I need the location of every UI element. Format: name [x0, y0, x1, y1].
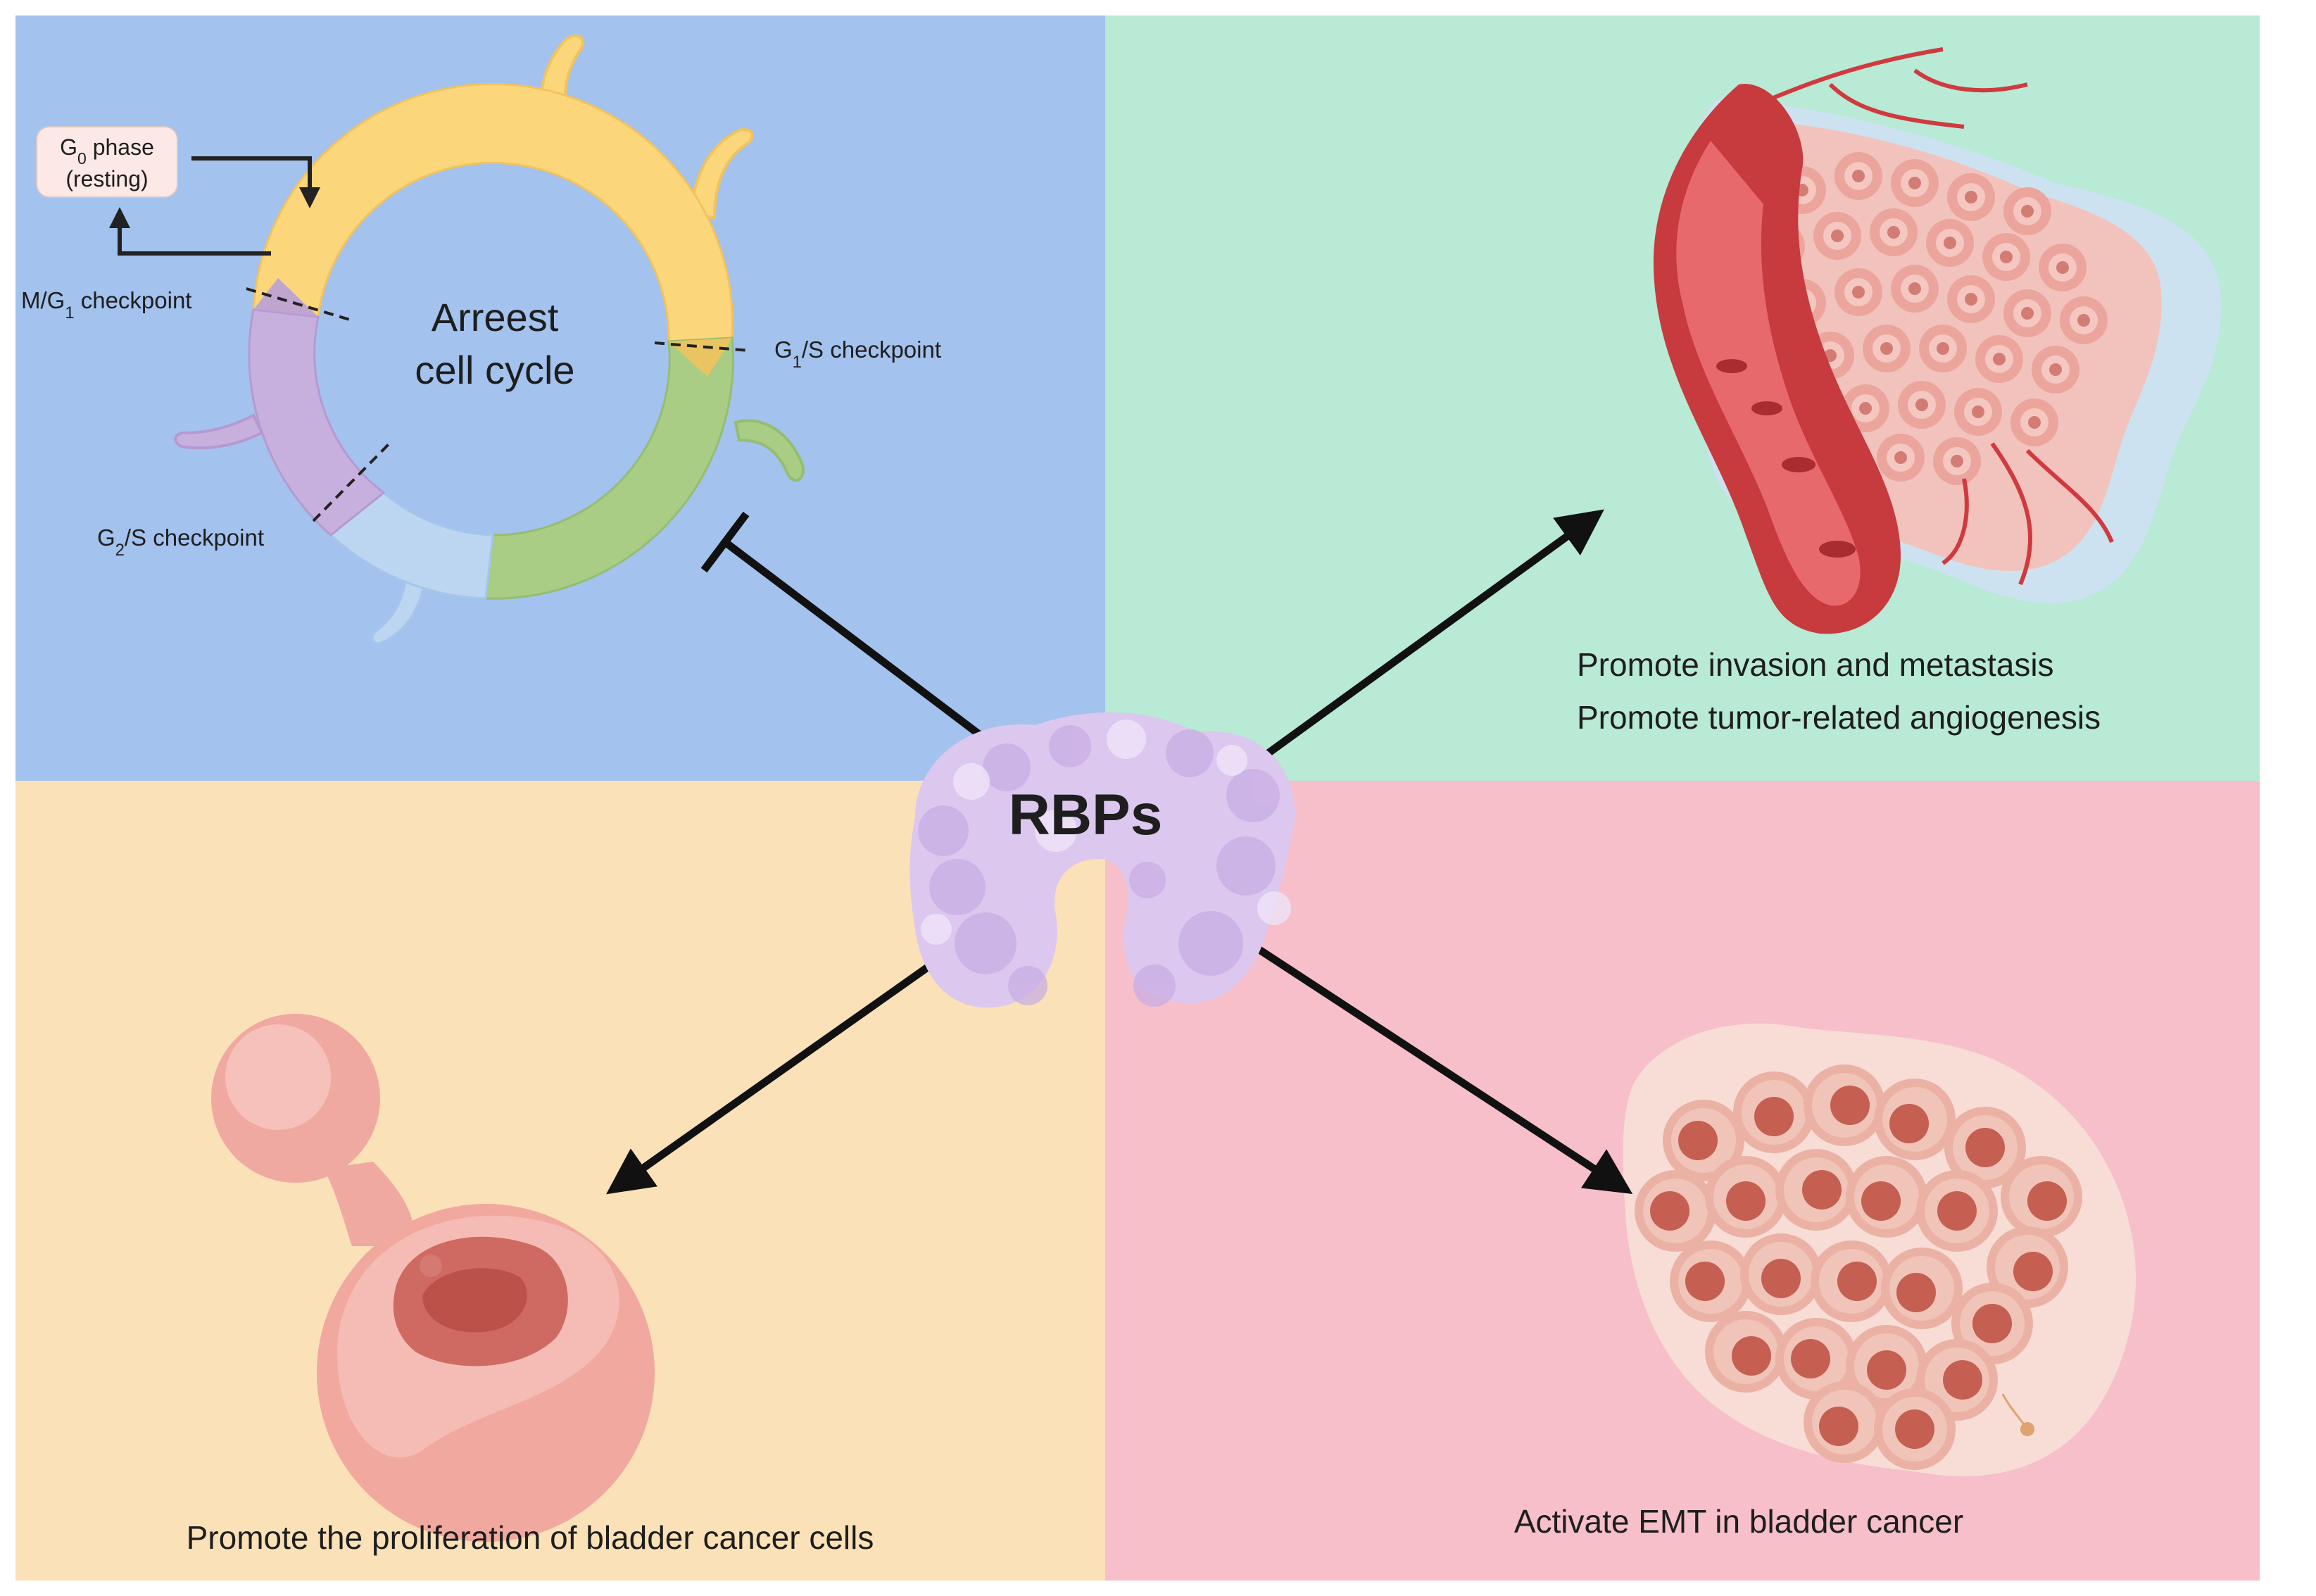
arrow-to-proliferation — [606, 933, 974, 1195]
emt-cell-cluster-illustration — [1623, 1023, 2136, 1477]
arrow-to-emt — [1236, 933, 1633, 1195]
g0-phase-label: G0 phase — [60, 134, 154, 168]
metastasis-label: Promote invasion and metastasis — [1577, 646, 2054, 683]
cell-cycle-ring — [174, 34, 805, 646]
emt-cells — [1635, 1064, 2082, 1470]
inhibit-bar — [700, 511, 750, 573]
vessel-tumor-illustration — [1653, 47, 2222, 634]
emt-label: Activate EMT in bladder cancer — [1514, 1503, 1963, 1540]
g2s-checkpoint-label: G2/S checkpoint — [97, 524, 264, 560]
dividing-cell-illustration — [211, 1014, 655, 1542]
g0-resting-label: (resting) — [65, 166, 148, 191]
g0-exit-arrow — [109, 207, 271, 256]
rbps-label: RBPs — [1009, 783, 1163, 847]
proliferation-label: Promote the proliferation of bladder can… — [187, 1519, 874, 1556]
arrest-cell-cycle-line2: cell cycle — [415, 348, 574, 392]
g0-entry-arrow — [191, 156, 320, 208]
arrest-cell-cycle-line1: Arreest — [432, 295, 559, 339]
g1s-checkpoint-label: G1/S checkpoint — [774, 337, 941, 372]
tumor-cell-cluster — [1757, 152, 2108, 485]
angiogenesis-label: Promote tumor-related angiogenesis — [1577, 699, 2101, 736]
rbp-protein-illustration — [910, 712, 1295, 1008]
arrow-to-metastasis — [1236, 509, 1604, 778]
g0-phase-box — [36, 126, 178, 198]
inhibit-arrow-cell-cycle — [722, 539, 1002, 753]
mg1-checkpoint-label: M/G1 checkpoint — [21, 287, 191, 322]
